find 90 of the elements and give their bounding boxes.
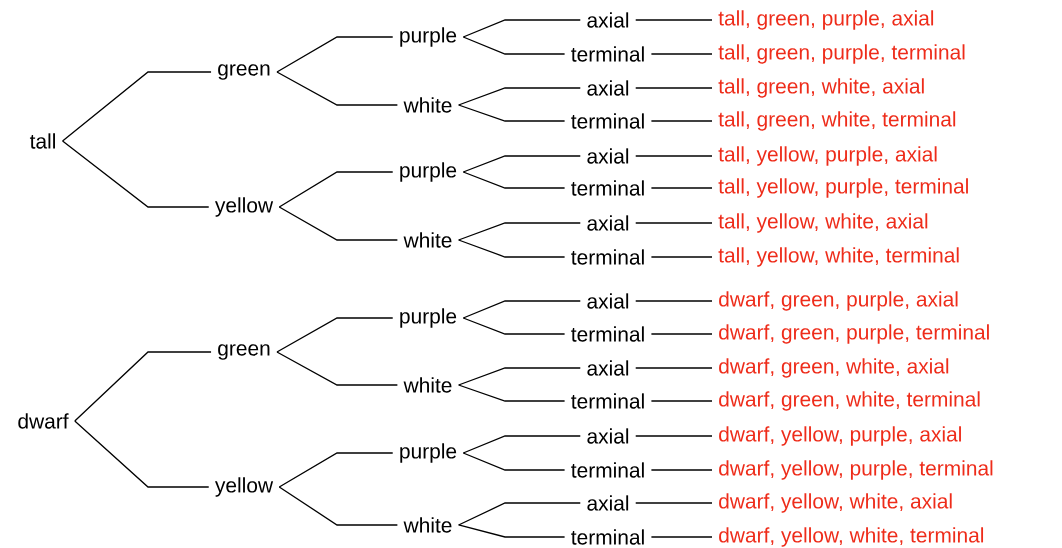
trait-label: axial <box>587 293 629 309</box>
branch-line <box>462 19 581 38</box>
result-label: tall, yellow, purple, axial <box>718 146 937 166</box>
trait-label: terminal <box>571 180 644 196</box>
branch-line <box>278 452 394 488</box>
connector-line <box>635 155 713 157</box>
trait-label: axial <box>587 428 629 444</box>
connector-line <box>635 367 713 369</box>
branch-line <box>458 524 566 538</box>
branch-line <box>458 502 581 526</box>
trait-label: white <box>403 97 452 113</box>
trait-label: purple <box>400 308 457 328</box>
trait-label: dwarf <box>18 413 69 429</box>
trait-label: terminal <box>571 113 644 129</box>
result-label: dwarf, yellow, white, axial <box>719 493 952 513</box>
connector-line <box>635 19 713 21</box>
trait-label: axial <box>587 12 629 28</box>
result-label: dwarf, yellow, white, terminal <box>719 527 984 547</box>
branch-line <box>462 452 566 471</box>
connector-line <box>650 536 713 538</box>
connector-line <box>650 400 713 402</box>
result-label: tall, green, purple, axial <box>718 10 934 30</box>
trait-label: axial <box>587 215 629 231</box>
trait-label: terminal <box>571 326 644 342</box>
branch-line <box>462 435 581 454</box>
connector-line <box>635 435 713 437</box>
branch-line <box>61 71 212 142</box>
branch-line <box>74 351 212 422</box>
trait-label: terminal <box>571 529 644 545</box>
trait-label: tall <box>29 133 55 149</box>
connector-line <box>650 53 713 55</box>
connector-line <box>635 222 713 224</box>
connector-line <box>650 256 713 258</box>
result-label: dwarf, green, purple, terminal <box>719 324 989 344</box>
branch-line <box>462 36 566 55</box>
result-label: dwarf, green, white, terminal <box>719 391 980 411</box>
branch-line <box>462 300 581 319</box>
branch-line <box>458 87 581 106</box>
branch-line <box>276 351 399 386</box>
trait-label: terminal <box>571 462 644 478</box>
trait-label: axial <box>587 80 629 96</box>
branch-line <box>276 71 399 106</box>
branch-line <box>278 486 399 526</box>
trait-label: terminal <box>571 46 644 62</box>
branch-line <box>458 384 566 402</box>
branch-line <box>458 239 566 258</box>
branch-line <box>458 222 581 241</box>
trait-label: terminal <box>571 393 644 409</box>
trait-label: yellow <box>215 477 274 497</box>
trait-label: white <box>403 377 452 393</box>
connector-line <box>650 469 713 471</box>
branch-line <box>458 104 566 122</box>
trait-label: axial <box>587 495 629 511</box>
branch-line <box>74 420 210 488</box>
result-label: tall, green, white, axial <box>718 78 924 98</box>
connector-line <box>635 300 713 302</box>
trait-label: green <box>218 64 270 80</box>
trait-label: purple <box>400 443 457 463</box>
branch-line <box>278 206 399 241</box>
branch-line <box>61 140 210 208</box>
result-label: dwarf, green, purple, axial <box>719 291 958 311</box>
connector-line <box>635 87 713 89</box>
branch-line <box>278 171 394 208</box>
result-label: dwarf, yellow, purple, terminal <box>719 460 993 480</box>
result-label: tall, yellow, white, axial <box>718 213 928 233</box>
result-label: tall, yellow, purple, terminal <box>718 178 968 198</box>
trait-label: axial <box>587 148 629 164</box>
trait-label: green <box>218 344 270 360</box>
trait-label: white <box>403 232 452 248</box>
trait-label: yellow <box>215 197 274 217</box>
trait-label: white <box>403 517 452 533</box>
branch-line <box>276 36 394 73</box>
result-label: dwarf, green, white, axial <box>719 358 949 378</box>
connector-line <box>650 187 713 189</box>
connector-line <box>650 333 713 335</box>
result-label: tall, green, purple, terminal <box>718 44 965 64</box>
branch-line <box>462 155 581 173</box>
connector-line <box>635 502 713 504</box>
result-label: tall, green, white, terminal <box>718 111 956 131</box>
branch-line <box>276 317 394 353</box>
trait-label: axial <box>587 360 629 376</box>
branch-line <box>458 367 581 386</box>
trait-label: purple <box>400 27 457 47</box>
connector-line <box>650 120 713 122</box>
trait-label: purple <box>400 162 457 182</box>
branch-line <box>462 171 566 189</box>
result-label: dwarf, yellow, purple, axial <box>719 426 961 446</box>
trait-label: terminal <box>571 249 644 265</box>
result-label: tall, yellow, white, terminal <box>718 247 959 267</box>
branch-line <box>462 317 566 335</box>
